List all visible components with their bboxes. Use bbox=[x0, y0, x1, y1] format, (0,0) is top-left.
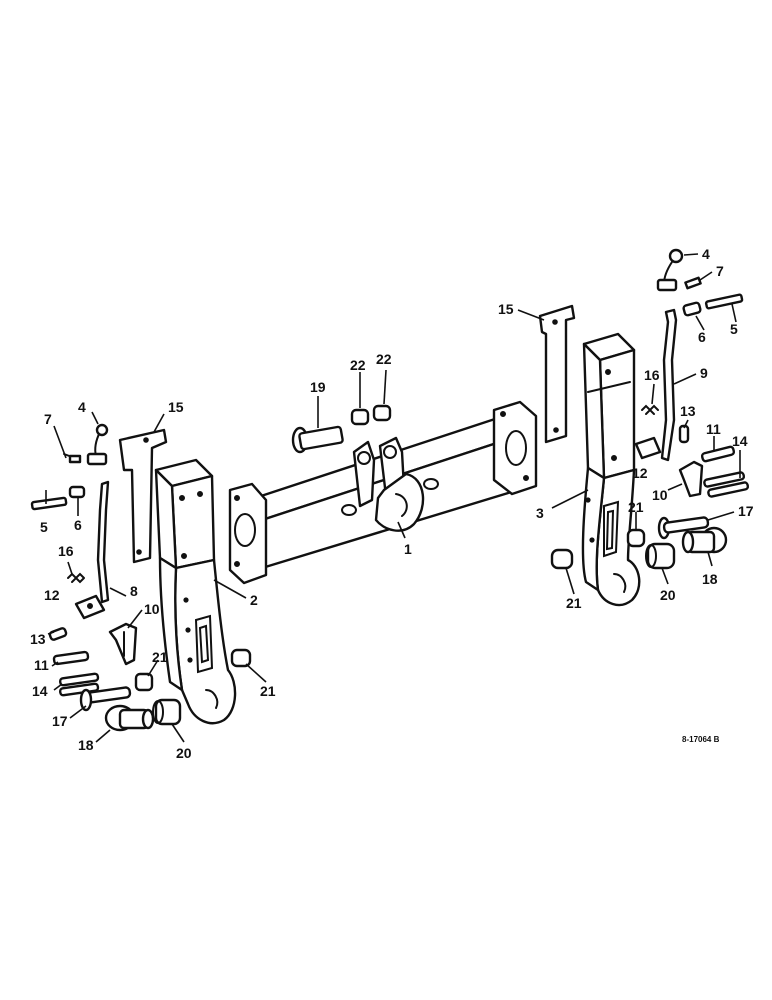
left-lift-arm bbox=[154, 458, 237, 725]
callout-14-right: 14 bbox=[732, 433, 748, 449]
callout-5-left: 5 bbox=[40, 519, 48, 535]
callout-11-left: 11 bbox=[34, 657, 49, 673]
callout-13-left: 13 bbox=[30, 631, 46, 647]
callout-10-left: 10 bbox=[144, 601, 160, 617]
callout-5-right: 5 bbox=[730, 321, 738, 337]
callout-10-right: 10 bbox=[652, 487, 668, 503]
callout-12-left: 12 bbox=[44, 587, 60, 603]
callout-6-left: 6 bbox=[74, 517, 82, 533]
callout-18-right: 18 bbox=[702, 571, 718, 587]
callout-20-left: 20 bbox=[176, 745, 192, 761]
left-small-parts bbox=[30, 423, 252, 732]
callout-1: 1 bbox=[404, 541, 412, 557]
right-plate bbox=[538, 304, 576, 444]
callout-13-right: 13 bbox=[680, 403, 696, 419]
callout-4-right: 4 bbox=[702, 246, 710, 262]
callout-3: 3 bbox=[536, 505, 544, 521]
right-lift-arm bbox=[581, 332, 641, 607]
callout-21-d: 21 bbox=[566, 595, 582, 611]
drawing-code: 8-17064 B bbox=[682, 735, 720, 744]
callout-18-left: 18 bbox=[78, 737, 94, 753]
right-small-parts bbox=[550, 248, 750, 570]
callout-21-a: 21 bbox=[152, 649, 168, 665]
callout-15-right: 15 bbox=[498, 301, 514, 317]
callout-22-a: 22 bbox=[350, 357, 366, 373]
callout-8: 8 bbox=[130, 583, 138, 599]
callout-20-right: 20 bbox=[660, 587, 676, 603]
callout-17-left: 17 bbox=[52, 713, 68, 729]
callout-16-left: 16 bbox=[58, 543, 74, 559]
callout-12-right: 12 bbox=[632, 465, 648, 481]
leader-lines bbox=[45, 253, 741, 743]
cross-tube bbox=[228, 400, 538, 585]
callout-6-right: 6 bbox=[698, 329, 706, 345]
callout-7-left: 7 bbox=[44, 411, 52, 427]
callout-21-b: 21 bbox=[260, 683, 276, 699]
left-plate bbox=[118, 428, 168, 564]
callout-4-left: 4 bbox=[78, 399, 86, 415]
callout-22-b: 22 bbox=[376, 351, 392, 367]
callout-15-left: 15 bbox=[168, 399, 184, 415]
callout-16-right: 16 bbox=[644, 367, 660, 383]
callout-7-right: 7 bbox=[716, 263, 724, 279]
callout-9: 9 bbox=[700, 365, 708, 381]
callout-17-right: 17 bbox=[738, 503, 754, 519]
callout-21-c: 21 bbox=[628, 499, 644, 515]
callout-14-left: 14 bbox=[32, 683, 48, 699]
callout-labels: 1 2 3 4 4 5 5 6 6 7 7 8 9 10 10 11 11 12… bbox=[30, 246, 754, 761]
callout-19: 19 bbox=[310, 379, 326, 395]
callout-11-right: 11 bbox=[706, 421, 721, 437]
center-pin bbox=[291, 404, 392, 454]
callout-2: 2 bbox=[250, 592, 258, 608]
